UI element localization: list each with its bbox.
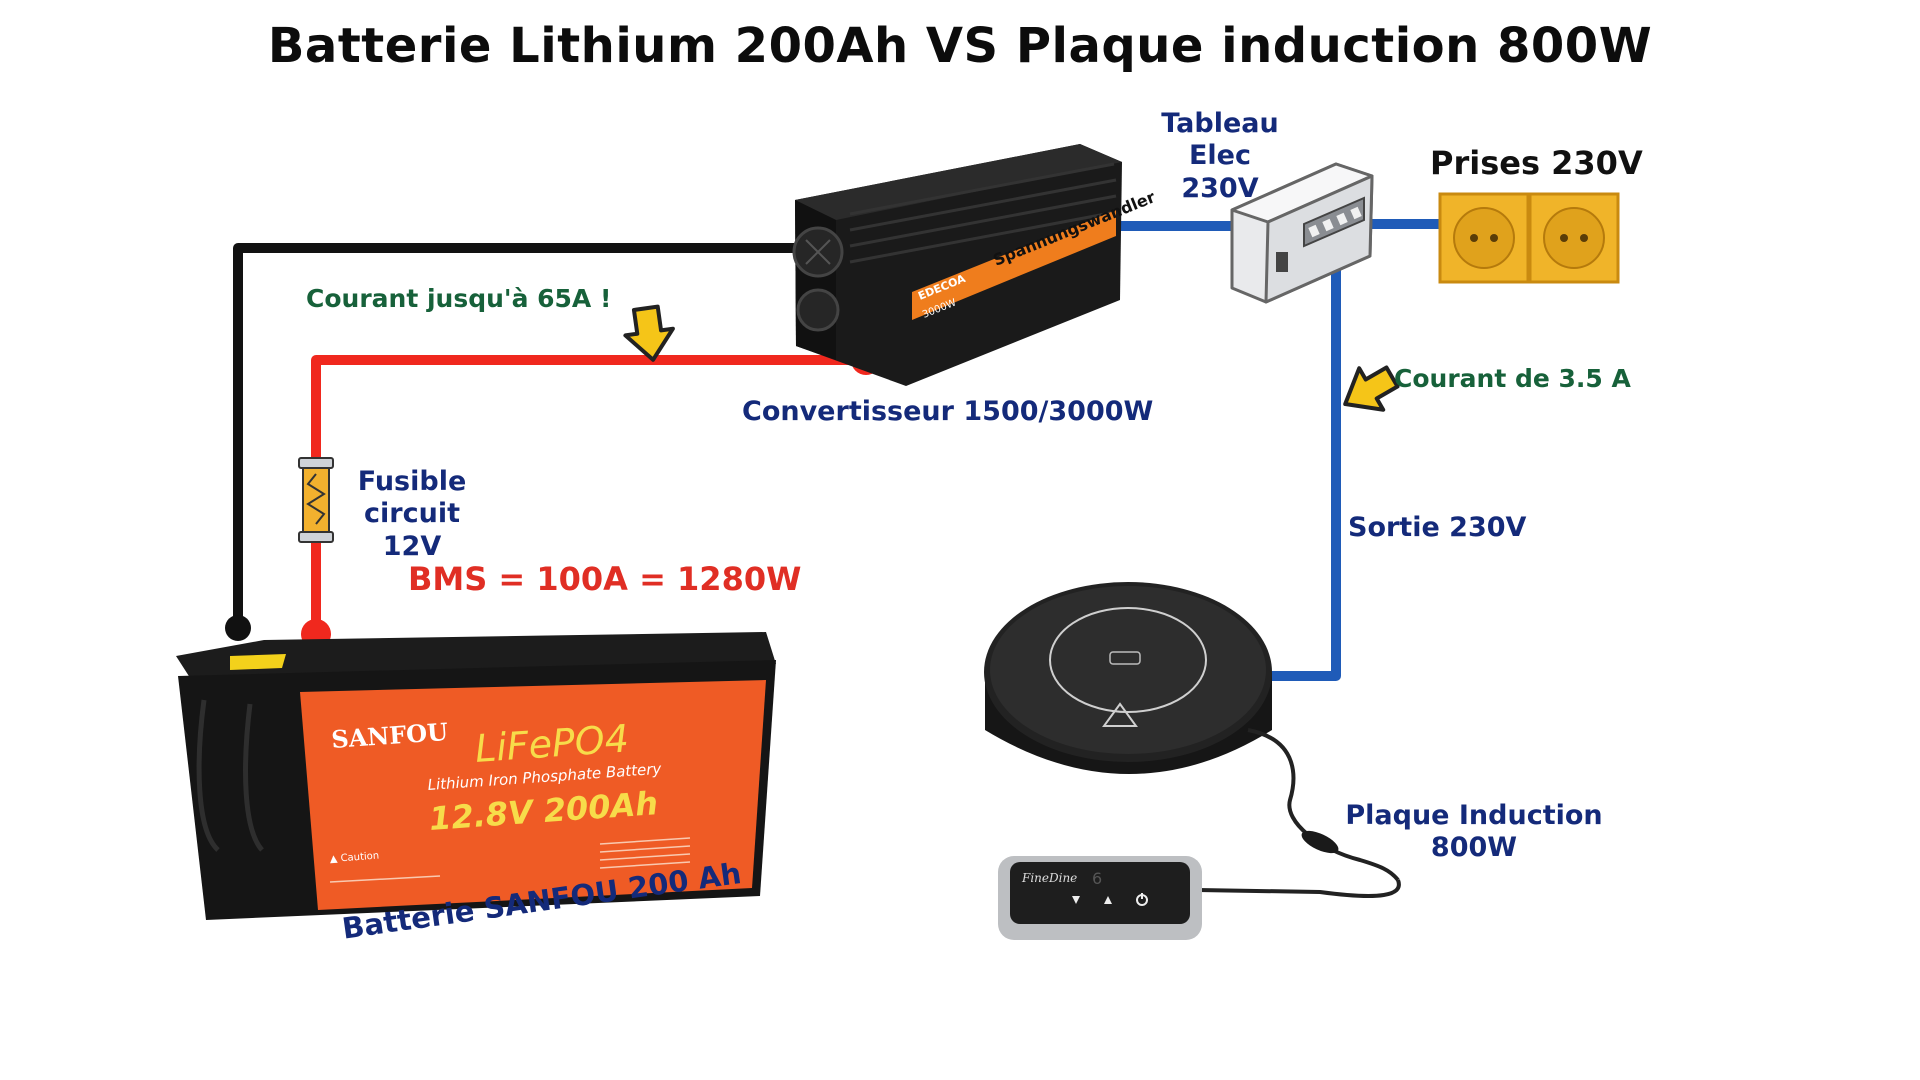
bms-label: BMS = 100A = 1280W — [408, 560, 802, 598]
controller-brand: FineDine — [1021, 871, 1077, 885]
battery-caution: ▲ Caution — [329, 851, 379, 865]
plaque-label-line1: Plaque Induction — [1345, 800, 1603, 831]
fusible-label-line2: circuit 12V — [364, 498, 460, 562]
induction-plate-image — [984, 582, 1401, 898]
controller-display: 6 — [1092, 869, 1102, 888]
induction-controller-image: FineDine 6 — [998, 856, 1202, 940]
inverter-image: Spannungswandler EDECOA 3000W — [792, 144, 1158, 386]
courant-65a-label: Courant jusqu'à 65A ! — [306, 284, 612, 313]
plaque-label: Plaque Induction 800W — [1344, 800, 1604, 865]
prises-label: Prises 230V — [1430, 144, 1643, 182]
fusible-label: Fusible circuit 12V — [334, 466, 490, 563]
electrical-panel-image — [1230, 162, 1374, 304]
tableau-label-line1: Tableau — [1161, 108, 1279, 139]
down-arrow-icon — [623, 304, 675, 362]
tableau-label-line2: Elec 230V — [1181, 140, 1259, 204]
fuse-icon — [298, 457, 334, 543]
diagram-title: Batterie Lithium 200Ah VS Plaque inducti… — [267, 18, 1653, 74]
blue-wires — [1110, 219, 1440, 681]
left-arrow-icon — [1343, 365, 1400, 412]
fusible-label-line1: Fusible — [357, 466, 467, 497]
sortie-label: Sortie 230V — [1348, 512, 1527, 543]
courant-3-5a-label: Courant de 3.5 A — [1394, 364, 1631, 393]
outlets-image — [1438, 192, 1620, 284]
convertisseur-label: Convertisseur 1500/3000W — [742, 396, 1154, 427]
battery-model: LiFePO4 — [474, 716, 631, 771]
battery-image: SANFOU LiFePO4 Lithium Iron Phosphate Ba… — [176, 632, 776, 920]
plaque-label-line2: 800W — [1430, 832, 1518, 864]
tableau-label: Tableau Elec 230V — [1150, 108, 1290, 205]
